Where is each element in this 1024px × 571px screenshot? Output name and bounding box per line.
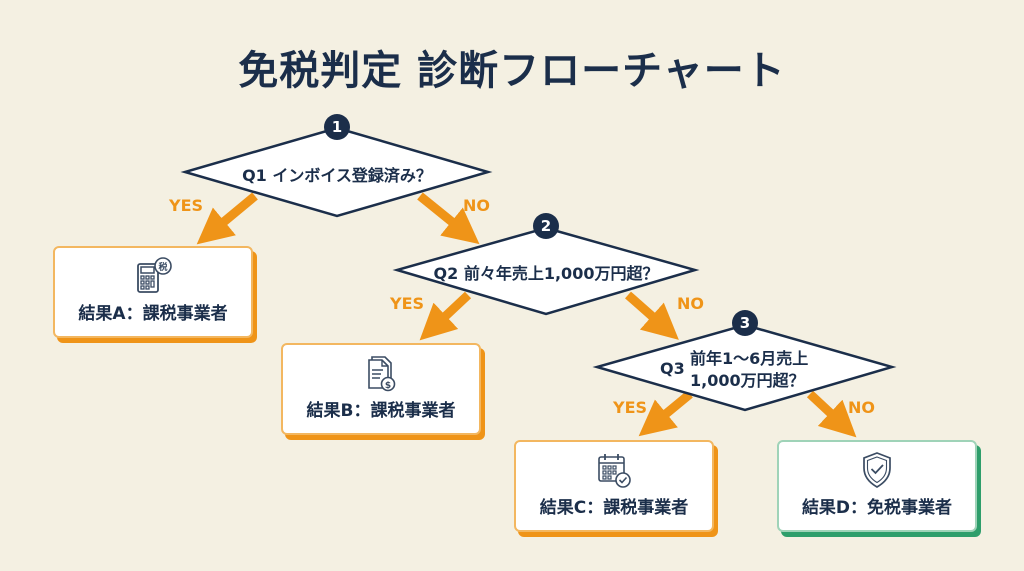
branch-label-q1-yes: YES bbox=[169, 196, 204, 215]
arrow-q3-yes bbox=[638, 390, 693, 437]
question-1-prefix: Q1 bbox=[242, 166, 267, 185]
result-c-label: 結果C：課税事業者 bbox=[539, 498, 689, 518]
branch-label-q2-yes: YES bbox=[390, 294, 425, 313]
result-a-label: 結果A：課税事業者 bbox=[78, 304, 228, 324]
decision-diamond-q2 bbox=[392, 226, 700, 316]
decision-diamond-q3 bbox=[592, 323, 897, 412]
arrow-q1-yes bbox=[196, 192, 258, 245]
page-title: 免税判定 診断フローチャート bbox=[238, 48, 786, 94]
result-box-d: 結果D：免税事業者 bbox=[777, 440, 977, 532]
shield-check-icon bbox=[863, 452, 891, 488]
document-dollar-icon: $ bbox=[368, 356, 396, 392]
step-badge-3 bbox=[732, 310, 758, 336]
arrow-q3-no bbox=[806, 390, 857, 438]
svg-text:$: $ bbox=[385, 381, 391, 391]
question-3-prefix: Q3 bbox=[660, 359, 685, 378]
question-1-body: インボイス登録済み？ bbox=[272, 166, 432, 185]
result-b-label: 結果B：課税事業者 bbox=[306, 401, 456, 421]
branch-label-q3-no: NO bbox=[848, 398, 875, 417]
arrow-q2-no bbox=[625, 291, 679, 340]
arrow-q1-no bbox=[417, 192, 480, 245]
tax-badge-glyph: 税 bbox=[158, 261, 167, 273]
question-2-text: Q2 前々年売上1,000万円超？ bbox=[420, 260, 672, 284]
decision-diamond-q1 bbox=[180, 126, 493, 218]
branch-label-q2-no: NO bbox=[677, 294, 704, 313]
step-badge-1-number: 1 bbox=[332, 118, 342, 136]
step-badge-1 bbox=[324, 114, 350, 140]
question-3-line2: 1,000万円超？ bbox=[690, 371, 805, 390]
step-badge-3-number: 3 bbox=[740, 314, 750, 332]
result-box-b: $ 結果B：課税事業者 bbox=[281, 343, 481, 435]
step-badge-2-number: 2 bbox=[541, 217, 551, 235]
question-1-text: Q1 インボイス登録済み？ bbox=[230, 162, 444, 186]
question-3-text: Q3 前年1〜6月売上 1,000万円超？ bbox=[660, 345, 830, 390]
step-badge-2 bbox=[533, 213, 559, 239]
branch-label-q3-yes: YES bbox=[613, 398, 648, 417]
calendar-check-icon bbox=[598, 454, 631, 488]
question-3-line1: 前年1〜6月売上 bbox=[690, 349, 809, 368]
result-box-c: 結果C：課税事業者 bbox=[514, 440, 714, 532]
branch-label-q1-no: NO bbox=[463, 196, 490, 215]
arrow-q2-yes bbox=[419, 291, 472, 341]
result-box-a: 税 結果A：課税事業者 bbox=[53, 246, 253, 338]
result-d-label: 結果D：免税事業者 bbox=[801, 498, 953, 518]
question-2-body: 前々年売上1,000万円超？ bbox=[463, 264, 659, 283]
tax-calculator-icon: 税 bbox=[137, 257, 172, 293]
question-2-prefix: Q2 bbox=[433, 264, 459, 283]
